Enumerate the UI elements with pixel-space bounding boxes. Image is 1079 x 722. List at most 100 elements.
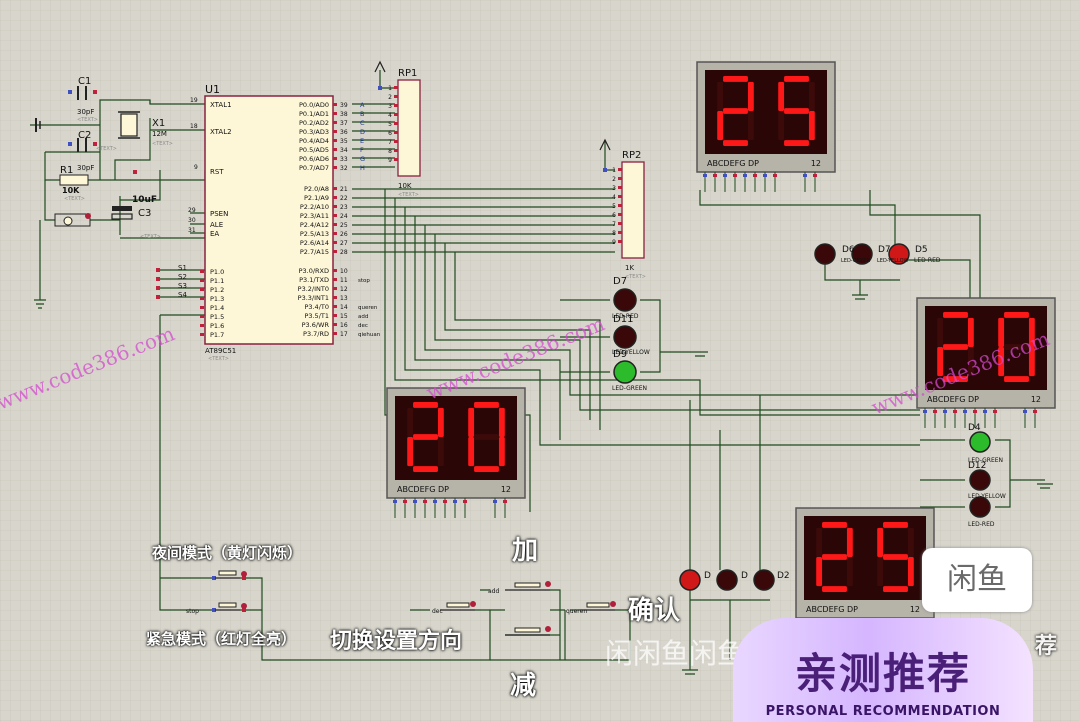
label-right-led-2: D12 — [968, 461, 986, 471]
leds-right: D4 D12 LED-GREEN LED-YELLOW LED-RED — [968, 423, 1006, 528]
bus-p0-5: F — [360, 146, 364, 154]
switch-label-s4: S4 — [178, 291, 187, 299]
pin-xtal1: XTAL1 — [210, 101, 232, 109]
right-partial-text: 荐 — [1035, 634, 1058, 659]
led-green-d9 — [613, 360, 637, 384]
button-confirm[interactable] — [580, 601, 616, 611]
segment-f — [937, 317, 944, 347]
net-add: add — [488, 588, 499, 595]
pin-stub — [394, 86, 398, 89]
display-pin-marker — [993, 410, 997, 413]
label-d9-type: LED-GREEN — [612, 385, 647, 392]
bus-p0-1: B — [360, 110, 364, 118]
pin-xtal2: XTAL2 — [210, 128, 232, 136]
pin-num-p0-6: 33 — [340, 156, 348, 163]
pin-num-p3-1: 11 — [340, 277, 348, 284]
segment-b — [747, 81, 754, 111]
display-pin-marker — [713, 174, 717, 177]
net-p3-7: qiehuan — [358, 332, 381, 338]
display-pin-label: ABCDEFG DP — [397, 485, 449, 494]
leds-bottom: D D D2 — [679, 569, 790, 591]
segment-c — [747, 111, 754, 141]
rp1-pin-3: 3 — [388, 103, 392, 110]
pin-p3-5: P3.5/T1 — [304, 312, 329, 320]
pin-stub — [394, 149, 398, 152]
pin-stub — [333, 332, 337, 335]
pin-p1-5: P1.5 — [210, 313, 224, 321]
display-pin-marker — [813, 174, 817, 177]
segment-f — [717, 81, 724, 111]
display-pin-marker — [923, 410, 927, 413]
leds-top-right: D6 D7 D5 LED-GREEN LED-YELLOW LED-RED — [814, 243, 941, 265]
segment-d — [723, 140, 748, 146]
display-pin-label: ABCDEFG DP — [707, 159, 759, 168]
recommendation-badge: 亲测推荐 PERSONAL RECOMMENDATION — [733, 618, 1033, 722]
pin-num-p2-7: 28 — [340, 249, 348, 256]
pin-p0-4: P0.4/AD4 — [299, 137, 329, 145]
pin-p0-7: P0.7/AD7 — [299, 164, 329, 172]
xianyu-logo: 闲鱼 — [922, 548, 1032, 612]
pin-num-31: 31 — [188, 227, 196, 234]
button-subtract[interactable] — [505, 626, 551, 636]
segment-c — [808, 111, 815, 141]
display-pin-marker — [403, 500, 407, 503]
pin-stub — [333, 148, 337, 151]
label-c1-val: 30pF — [77, 108, 94, 116]
display-pin-marker — [1023, 410, 1027, 413]
segment-b — [498, 407, 505, 437]
segment-f — [778, 81, 785, 111]
pin-stub — [200, 324, 204, 327]
text-tag-rp2: <TEXT> — [625, 274, 646, 280]
button-switch-direction[interactable] — [440, 601, 476, 611]
button-add[interactable] — [505, 581, 551, 591]
label-x1: X1 — [152, 118, 165, 129]
display-pin-marker — [773, 174, 777, 177]
label-d11: D11 — [613, 314, 633, 325]
display-pin-marker — [963, 410, 967, 413]
annotation-switch-direction: 切换设置方向 — [330, 629, 463, 654]
push-buttons: stop dec add queren — [186, 570, 616, 636]
pin-num-29: 29 — [188, 207, 196, 214]
pin-num-p0-1: 38 — [340, 111, 348, 118]
net-p3-6: dec — [358, 323, 368, 329]
display-pin-marker — [973, 410, 977, 413]
net-p3-4: queren — [358, 305, 378, 311]
segment-d — [822, 586, 847, 592]
pin-stub — [200, 279, 204, 282]
mcu-pin-texts: P1.0P1.1P1.2P1.3P1.4P1.5P1.6P1.7S1S2S3S4… — [178, 101, 381, 339]
rp2-pin-6: 6 — [612, 212, 616, 219]
rp1-pin-9: 9 — [388, 157, 392, 164]
pin-p0-1: P0.1/AD1 — [299, 110, 329, 118]
label-u1-part: AT89C51 — [205, 347, 236, 355]
pin-stub — [618, 177, 622, 180]
pin-stub — [394, 131, 398, 134]
pin-p2-3: P2.3/A11 — [300, 212, 329, 220]
segment-b — [1028, 317, 1035, 347]
segment-f — [998, 317, 1005, 347]
pin-num-p3-2: 12 — [340, 286, 348, 293]
label-top-led-1: D6 — [842, 245, 855, 255]
segment-c — [967, 347, 974, 377]
pin-num-p3-6: 16 — [340, 322, 348, 329]
label-top-led-2: D7 — [878, 245, 891, 255]
pin-p2-5: P2.5/A13 — [300, 230, 329, 238]
display-pin-marker — [443, 500, 447, 503]
pin-stub — [333, 103, 337, 106]
pin-stub — [333, 269, 337, 272]
rp1-pin-4: 4 — [388, 112, 392, 119]
button-emergency-mode[interactable] — [215, 602, 247, 611]
crystal-section: C1 30pF C2 30pF X1 12M R1 10K 10uF C3 <T… — [35, 76, 173, 240]
pin-num-p2-3: 24 — [340, 213, 348, 220]
button-night-mode[interactable] — [215, 570, 247, 579]
display-pin-marker — [753, 174, 757, 177]
label-c3-val: 10uF — [132, 195, 157, 205]
pin-p2-4: P2.4/A12 — [300, 221, 329, 229]
annotation-confirm: 确认 — [628, 596, 681, 626]
pin-stub — [333, 166, 337, 169]
switch-label-s2: S2 — [178, 273, 187, 281]
pin-stub — [333, 323, 337, 326]
led-top-1 — [814, 243, 836, 265]
segment-a — [474, 402, 499, 408]
pin-stub — [394, 158, 398, 161]
